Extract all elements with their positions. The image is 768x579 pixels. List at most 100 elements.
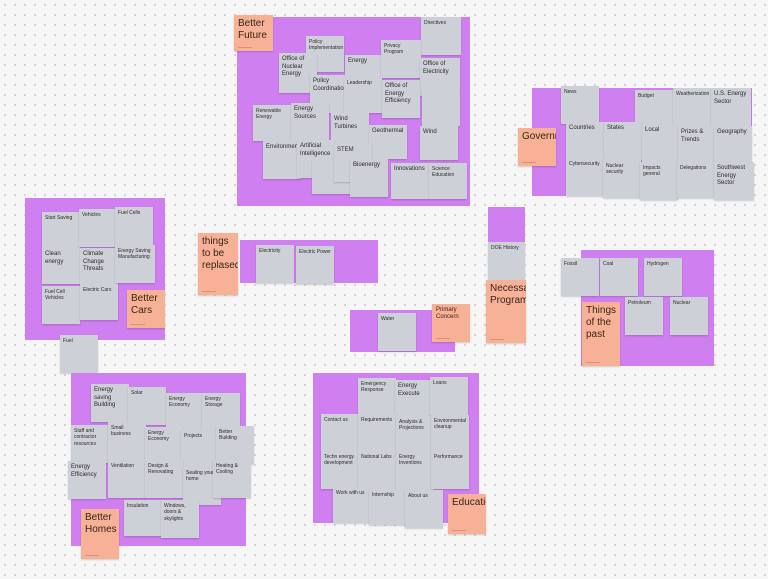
sticky-note[interactable]: Design & Renovating [145,460,183,498]
sticky-note[interactable]: Loans [430,377,468,415]
sticky-note[interactable]: Hydrogen [644,258,682,296]
sticky-note[interactable]: Prizes & Trends [678,126,716,164]
sticky-note[interactable]: Start Saving [42,212,80,248]
sticky-note[interactable]: Work with us [333,487,371,523]
sticky-note[interactable]: Electricity [256,245,294,283]
sticky-note[interactable]: Solar [128,387,166,425]
sticky-note[interactable]: Sealing your home [183,467,221,505]
sticky-note[interactable]: Bioenergy [350,159,388,197]
sticky-note[interactable]: Southwest Energy Sector [714,162,754,200]
sticky-note[interactable]: Staff and contractor resources [71,425,109,463]
sticky-note[interactable]: Electric Cars [80,284,118,320]
title-government[interactable]: Government [518,128,556,166]
sticky-note[interactable]: Energy Economy [166,393,204,431]
sticky-note[interactable]: Energy Storage [202,393,240,431]
sticky-note[interactable]: Fuel [60,335,98,373]
sticky-note[interactable]: Energy Sources [291,103,329,141]
sticky-note[interactable]: Energy Inventions [396,451,434,491]
sticky-note[interactable]: U.S. Energy Sector [711,88,751,128]
sticky-note[interactable]: Nuclear security [603,160,641,198]
sticky-note[interactable]: Innovations [391,163,429,199]
sticky-note[interactable]: Petroleum [625,297,663,335]
section-necessary-programs[interactable] [488,207,525,245]
sticky-note[interactable]: Requirements [358,414,396,452]
sticky-note[interactable]: Office of Electricity [420,58,460,96]
sticky-note[interactable]: Cybersecurity [566,158,604,196]
sticky-note[interactable]: Energy Execute [395,380,433,418]
sticky-note[interactable]: Windows, doors & skylights [161,500,199,538]
sticky-note[interactable]: Vehicles [79,209,117,247]
author-mark [586,361,600,363]
sticky-note[interactable]: Nuclear [670,297,708,335]
sticky-note[interactable]: Contact us [321,414,359,452]
sticky-note[interactable]: Delegations [677,162,715,198]
sticky-note[interactable]: Countries [566,122,604,160]
sticky-note[interactable]: Weatherization [673,88,711,126]
sticky-note[interactable]: Electric Power [296,246,334,284]
author-mark [131,323,145,325]
title-text: Primary Concern [436,307,459,321]
sticky-note[interactable]: States [604,122,642,160]
author-mark [238,46,252,48]
title-necessary-programs[interactable]: Necessary Programs [486,280,526,343]
title-better-future[interactable]: Better Future [234,15,273,51]
sticky-note[interactable]: Energy Saving Manufacturing [115,245,155,283]
sticky-note[interactable]: About us [405,490,443,528]
sticky-note[interactable]: Energy Efficiency [68,461,106,499]
author-mark [85,554,99,556]
sticky-note[interactable]: Small business [108,422,146,460]
sticky-note[interactable]: Geography [714,126,752,164]
title-things-to-be-replased[interactable]: things to be replased [198,233,238,295]
title-text: Government [522,131,556,142]
sticky-note[interactable]: Privacy Program [381,40,421,78]
title-text: Education [452,497,486,508]
title-better-homes[interactable]: Better Homes [81,509,119,559]
title-things-of-the-past[interactable]: Things of the past [582,302,620,366]
title-text: Better Cars [131,293,158,316]
sticky-note[interactable]: Projects [181,430,219,468]
sticky-note[interactable] [422,92,460,126]
sticky-note[interactable]: Geothermal [369,125,407,159]
author-mark [202,290,216,292]
sticky-note[interactable]: Office of Energy Efficiency [382,80,420,118]
sticky-note[interactable]: Budget [635,90,673,126]
sticky-note[interactable]: Wind [420,126,458,160]
title-better-cars[interactable]: Better Cars [127,290,165,328]
sticky-note[interactable]: Heating & Cooling [213,460,251,498]
sticky-note[interactable]: Fossil [561,258,599,296]
sticky-note[interactable]: Clean energy [42,248,80,284]
sticky-note[interactable]: Impacts general [640,162,678,200]
sticky-note[interactable]: Renewable Energy [253,105,291,141]
sticky-note[interactable]: Energy saving Building [91,384,129,422]
sticky-note[interactable]: Leadership [344,77,382,113]
title-education[interactable]: Education [448,494,486,534]
sticky-note[interactable]: Local [642,124,680,162]
sticky-note[interactable]: Science Education [429,163,467,199]
sticky-note[interactable]: Internship [369,489,407,525]
sticky-note[interactable]: Fuel Cells [115,207,153,245]
sticky-note[interactable]: DOE History [488,242,525,280]
sticky-note[interactable]: Performance [431,451,469,489]
title-text: Things of the past [586,305,617,340]
sticky-note[interactable]: Techn energy development [321,451,359,489]
sticky-note[interactable]: Climate Change Threats [80,248,118,286]
sticky-note[interactable]: Emergency Response [358,378,396,416]
sticky-note[interactable]: Water [378,313,416,351]
sticky-note[interactable]: Better Building [216,426,254,464]
sticky-note[interactable]: Analysis & Projections [396,416,434,454]
sticky-note[interactable]: Energy Economy [145,427,183,465]
sticky-note[interactable]: Directives [421,17,461,55]
sticky-note[interactable]: Coal [600,258,638,296]
sticky-note[interactable]: Environment [263,141,301,179]
author-mark [436,337,450,339]
sticky-note[interactable]: Ventilation [108,460,146,498]
sticky-note[interactable]: Insulation [124,500,162,536]
sticky-note[interactable]: Fuel Cell Vehicles [42,286,80,324]
sticky-note[interactable]: Environmental cleanup [431,415,469,453]
title-primary-concern[interactable]: Primary Concern [432,304,470,342]
author-mark [522,161,536,163]
title-text: Better Homes [85,512,117,535]
sticky-note[interactable]: News [561,86,599,124]
sticky-note[interactable]: National Labs [358,451,396,489]
